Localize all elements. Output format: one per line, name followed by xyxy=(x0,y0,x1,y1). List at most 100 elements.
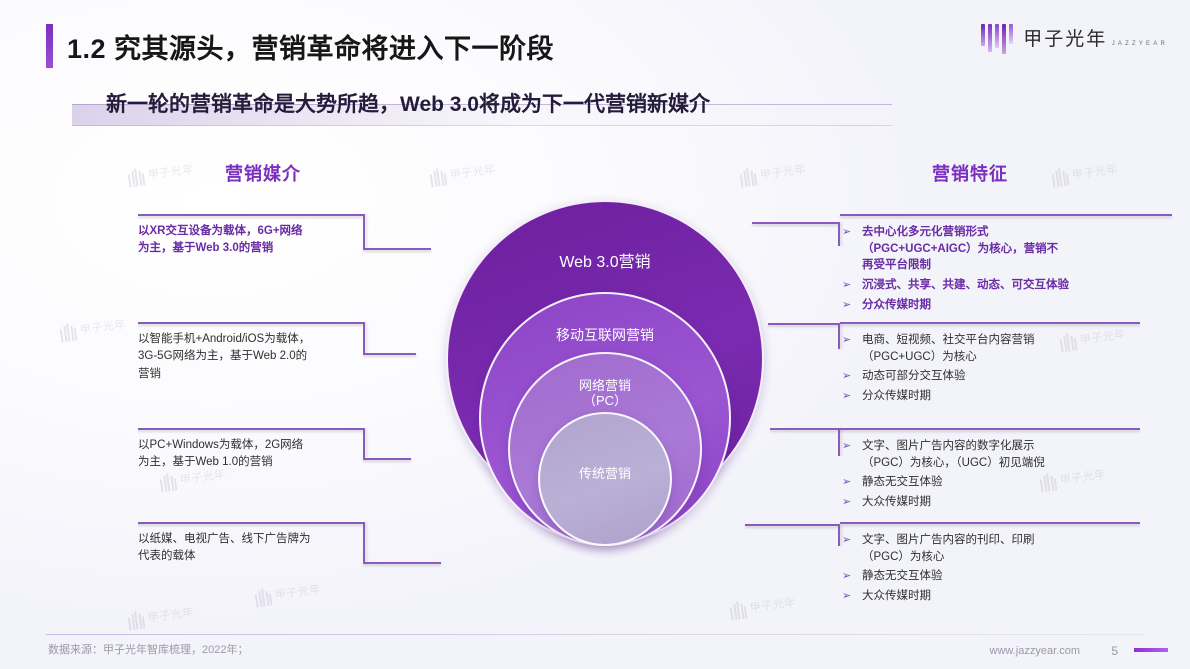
logo-name-cn: 甲子光年 xyxy=(1023,28,1108,50)
watermark: 甲子光年 xyxy=(127,603,195,631)
feature-item: ➢ 文字、图片广告内容的刊印、印刷 （PGC）为核心 xyxy=(840,532,1140,565)
circle-label: Web 3.0营销 xyxy=(559,254,651,271)
feature-list: ➢ 去中心化多元化营销形式 （PGC+UGC+AIGC）为核心，营销不 再受平台限… xyxy=(840,224,1172,313)
feature-item-text: 电商、短视频、社交平台内容营销 （PGC+UGC）为核心 xyxy=(862,334,1035,363)
arrow-bullet-icon: ➢ xyxy=(842,390,852,403)
feature-item: ➢ 分众传媒时期 xyxy=(840,297,1172,314)
feature-group-rule xyxy=(840,214,1172,216)
media-box-rule xyxy=(138,322,364,324)
page-header: 1.2 究其源头，营销革命将进入下一阶段 xyxy=(46,24,554,68)
subtitle-block: 新一轮的营销革命是大势所趋，Web 3.0将成为下一代营销新媒介 xyxy=(72,88,892,126)
page-title: 1.2 究其源头，营销革命将进入下一阶段 xyxy=(67,33,555,64)
circle-label: 移动互联网营销 xyxy=(556,327,654,343)
subtitle-band xyxy=(72,104,892,126)
arrow-bullet-icon: ➢ xyxy=(842,226,852,238)
arrow-bullet-icon: ➢ xyxy=(842,534,852,546)
feature-item-text: 文字、图片广告内容的刊印、印刷 （PGC）为核心 xyxy=(862,534,1035,563)
logo-name-en: JAZZYEAR xyxy=(1111,40,1168,47)
feature-item-text: 动态可部分交互体验 xyxy=(862,370,966,383)
arrow-bullet-icon: ➢ xyxy=(842,298,852,311)
media-box-text: 以XR交互设备为载体，6G+网络 为主，基于Web 3.0的营销 xyxy=(138,225,303,255)
feature-item: ➢静态无交互体验 xyxy=(840,474,1140,491)
brand-logo: 甲子光年 JAZZYEAR xyxy=(981,24,1168,54)
watermark-text: 甲子光年 xyxy=(147,162,195,182)
watermark-bars-icon xyxy=(739,167,758,188)
feature-list: ➢ 电商、短视频、社交平台内容营销 （PGC+UGC）为核心 ➢ 动态可部分交互体验… xyxy=(840,332,1140,405)
feature-group-rule xyxy=(840,322,1140,324)
feature-item: ➢ 动态可部分交互体验 xyxy=(840,368,1140,385)
media-box-text: 以纸媒、电视广告、线下广告牌为 代表的载体 xyxy=(138,533,311,563)
circle-label: 网络营销 （PC） xyxy=(578,378,631,409)
column-title-media: 营销媒介 xyxy=(225,164,301,184)
watermark-bars-icon xyxy=(429,167,448,188)
feature-group: ➢ 去中心化多元化营销形式 （PGC+UGC+AIGC）为核心，营销不 再受平台限… xyxy=(840,214,1172,316)
feature-item: ➢ 去中心化多元化营销形式 （PGC+UGC+AIGC）为核心，营销不 再受平台限… xyxy=(840,224,1172,274)
header-accent-bar xyxy=(46,24,53,68)
footer-page-number: 5 xyxy=(1111,644,1118,658)
feature-item-text: 静态无交互体验 xyxy=(862,570,943,583)
watermark: 甲子光年 xyxy=(127,160,195,188)
media-box: 以智能手机+Android/iOS为载体， 3G-5G网络为主，基于Web 2.… xyxy=(138,322,364,383)
feature-item: ➢ 沉浸式、共享、共建、动态、可交互体验 xyxy=(840,277,1172,294)
column-title-features: 营销特征 xyxy=(932,164,1008,184)
feature-group: ➢ 文字、图片广告内容的数字化展示 （PGC）为核心，（UGC）初见端倪 ➢静态无… xyxy=(840,428,1140,514)
media-box: 以XR交互设备为载体，6G+网络 为主，基于Web 3.0的营销 xyxy=(138,214,364,258)
watermark-bars-icon xyxy=(254,587,273,608)
watermark-text: 甲子光年 xyxy=(759,162,807,182)
arrow-bullet-icon: ➢ xyxy=(842,476,852,489)
footer-url[interactable]: www.jazzyear.com xyxy=(989,645,1080,657)
logo-text: 甲子光年 JAZZYEAR xyxy=(1023,30,1168,49)
media-box-rule xyxy=(138,214,364,216)
arrow-bullet-icon: ➢ xyxy=(842,370,852,383)
watermark-text: 甲子光年 xyxy=(147,605,195,625)
feature-item-text: 分众传媒时期 xyxy=(862,390,931,403)
arrow-bullet-icon: ➢ xyxy=(842,570,852,583)
feature-item: ➢ 静态无交互体验 xyxy=(840,568,1140,585)
feature-item: ➢ 大众传媒时期 xyxy=(840,494,1140,511)
media-box: 以PC+Windows为载体，2G网络 为主，基于Web 1.0的营销 xyxy=(138,428,364,472)
media-box-text: 以PC+Windows为载体，2G网络 为主，基于Web 1.0的营销 xyxy=(138,439,304,469)
watermark-text: 甲子光年 xyxy=(449,162,497,182)
watermark: 甲子光年 xyxy=(429,160,497,188)
watermark: 甲子光年 xyxy=(739,160,807,188)
circle-label: 传统营销 xyxy=(578,466,631,481)
watermark-bars-icon xyxy=(127,167,146,188)
concentric-circles-diagram: Web 3.0营销 移动互联网营销 网络营销 （PC） 传统营销 xyxy=(446,200,764,610)
arrow-bullet-icon: ➢ xyxy=(842,590,852,603)
watermark-bars-icon xyxy=(59,322,78,343)
feature-group-rule xyxy=(840,428,1140,430)
feature-item: ➢ 文字、图片广告内容的数字化展示 （PGC）为核心，（UGC）初见端倪 xyxy=(840,438,1140,471)
footer-source: 数据来源：甲子光年智库梳理，2022年； xyxy=(48,644,249,656)
feature-item-text: 大众传媒时期 xyxy=(862,590,931,603)
arrow-bullet-icon: ➢ xyxy=(842,496,852,509)
feature-item-text: 大众传媒时期 xyxy=(862,496,931,509)
arrow-bullet-icon: ➢ xyxy=(842,279,852,292)
feature-group: ➢ 电商、短视频、社交平台内容营销 （PGC+UGC）为核心 ➢ 动态可部分交互体验… xyxy=(840,322,1140,408)
feature-group-rule xyxy=(840,522,1140,524)
logo-bars-icon xyxy=(981,24,1014,54)
feature-item-text: 分众传媒时期 xyxy=(862,298,931,311)
watermark-bars-icon xyxy=(127,610,146,631)
footer-divider xyxy=(46,634,1144,635)
feature-item: ➢ 分众传媒时期 xyxy=(840,388,1140,405)
feature-item-text: 去中心化多元化营销形式 （PGC+UGC+AIGC）为核心，营销不 再受平台限制 xyxy=(862,226,1059,272)
footer-accent-bar xyxy=(1134,648,1168,652)
watermark: 甲子光年 xyxy=(59,315,127,343)
watermark-bars-icon xyxy=(1051,167,1070,188)
feature-item: ➢ 大众传媒时期 xyxy=(840,588,1140,605)
media-box-rule xyxy=(138,522,364,524)
watermark-text: 甲子光年 xyxy=(274,582,322,602)
feature-item: ➢ 电商、短视频、社交平台内容营销 （PGC+UGC）为核心 xyxy=(840,332,1140,365)
feature-group: ➢ 文字、图片广告内容的刊印、印刷 （PGC）为核心 ➢ 静态无交互体验 ➢ 大众传媒… xyxy=(840,522,1140,608)
circle-traditional: 传统营销 xyxy=(538,412,672,546)
feature-list: ➢ 文字、图片广告内容的数字化展示 （PGC）为核心，（UGC）初见端倪 ➢静态无… xyxy=(840,438,1140,511)
watermark-text: 甲子光年 xyxy=(1071,162,1119,182)
media-box: 以纸媒、电视广告、线下广告牌为 代表的载体 xyxy=(138,522,364,566)
feature-item-text: 沉浸式、共享、共建、动态、可交互体验 xyxy=(862,279,1069,292)
watermark: 甲子光年 xyxy=(1051,160,1119,188)
arrow-bullet-icon: ➢ xyxy=(842,440,852,452)
feature-item-text: 文字、图片广告内容的数字化展示 （PGC）为核心，（UGC）初见端倪 xyxy=(862,440,1045,469)
arrow-bullet-icon: ➢ xyxy=(842,334,852,346)
feature-list: ➢ 文字、图片广告内容的刊印、印刷 （PGC）为核心 ➢ 静态无交互体验 ➢ 大众传媒… xyxy=(840,532,1140,605)
